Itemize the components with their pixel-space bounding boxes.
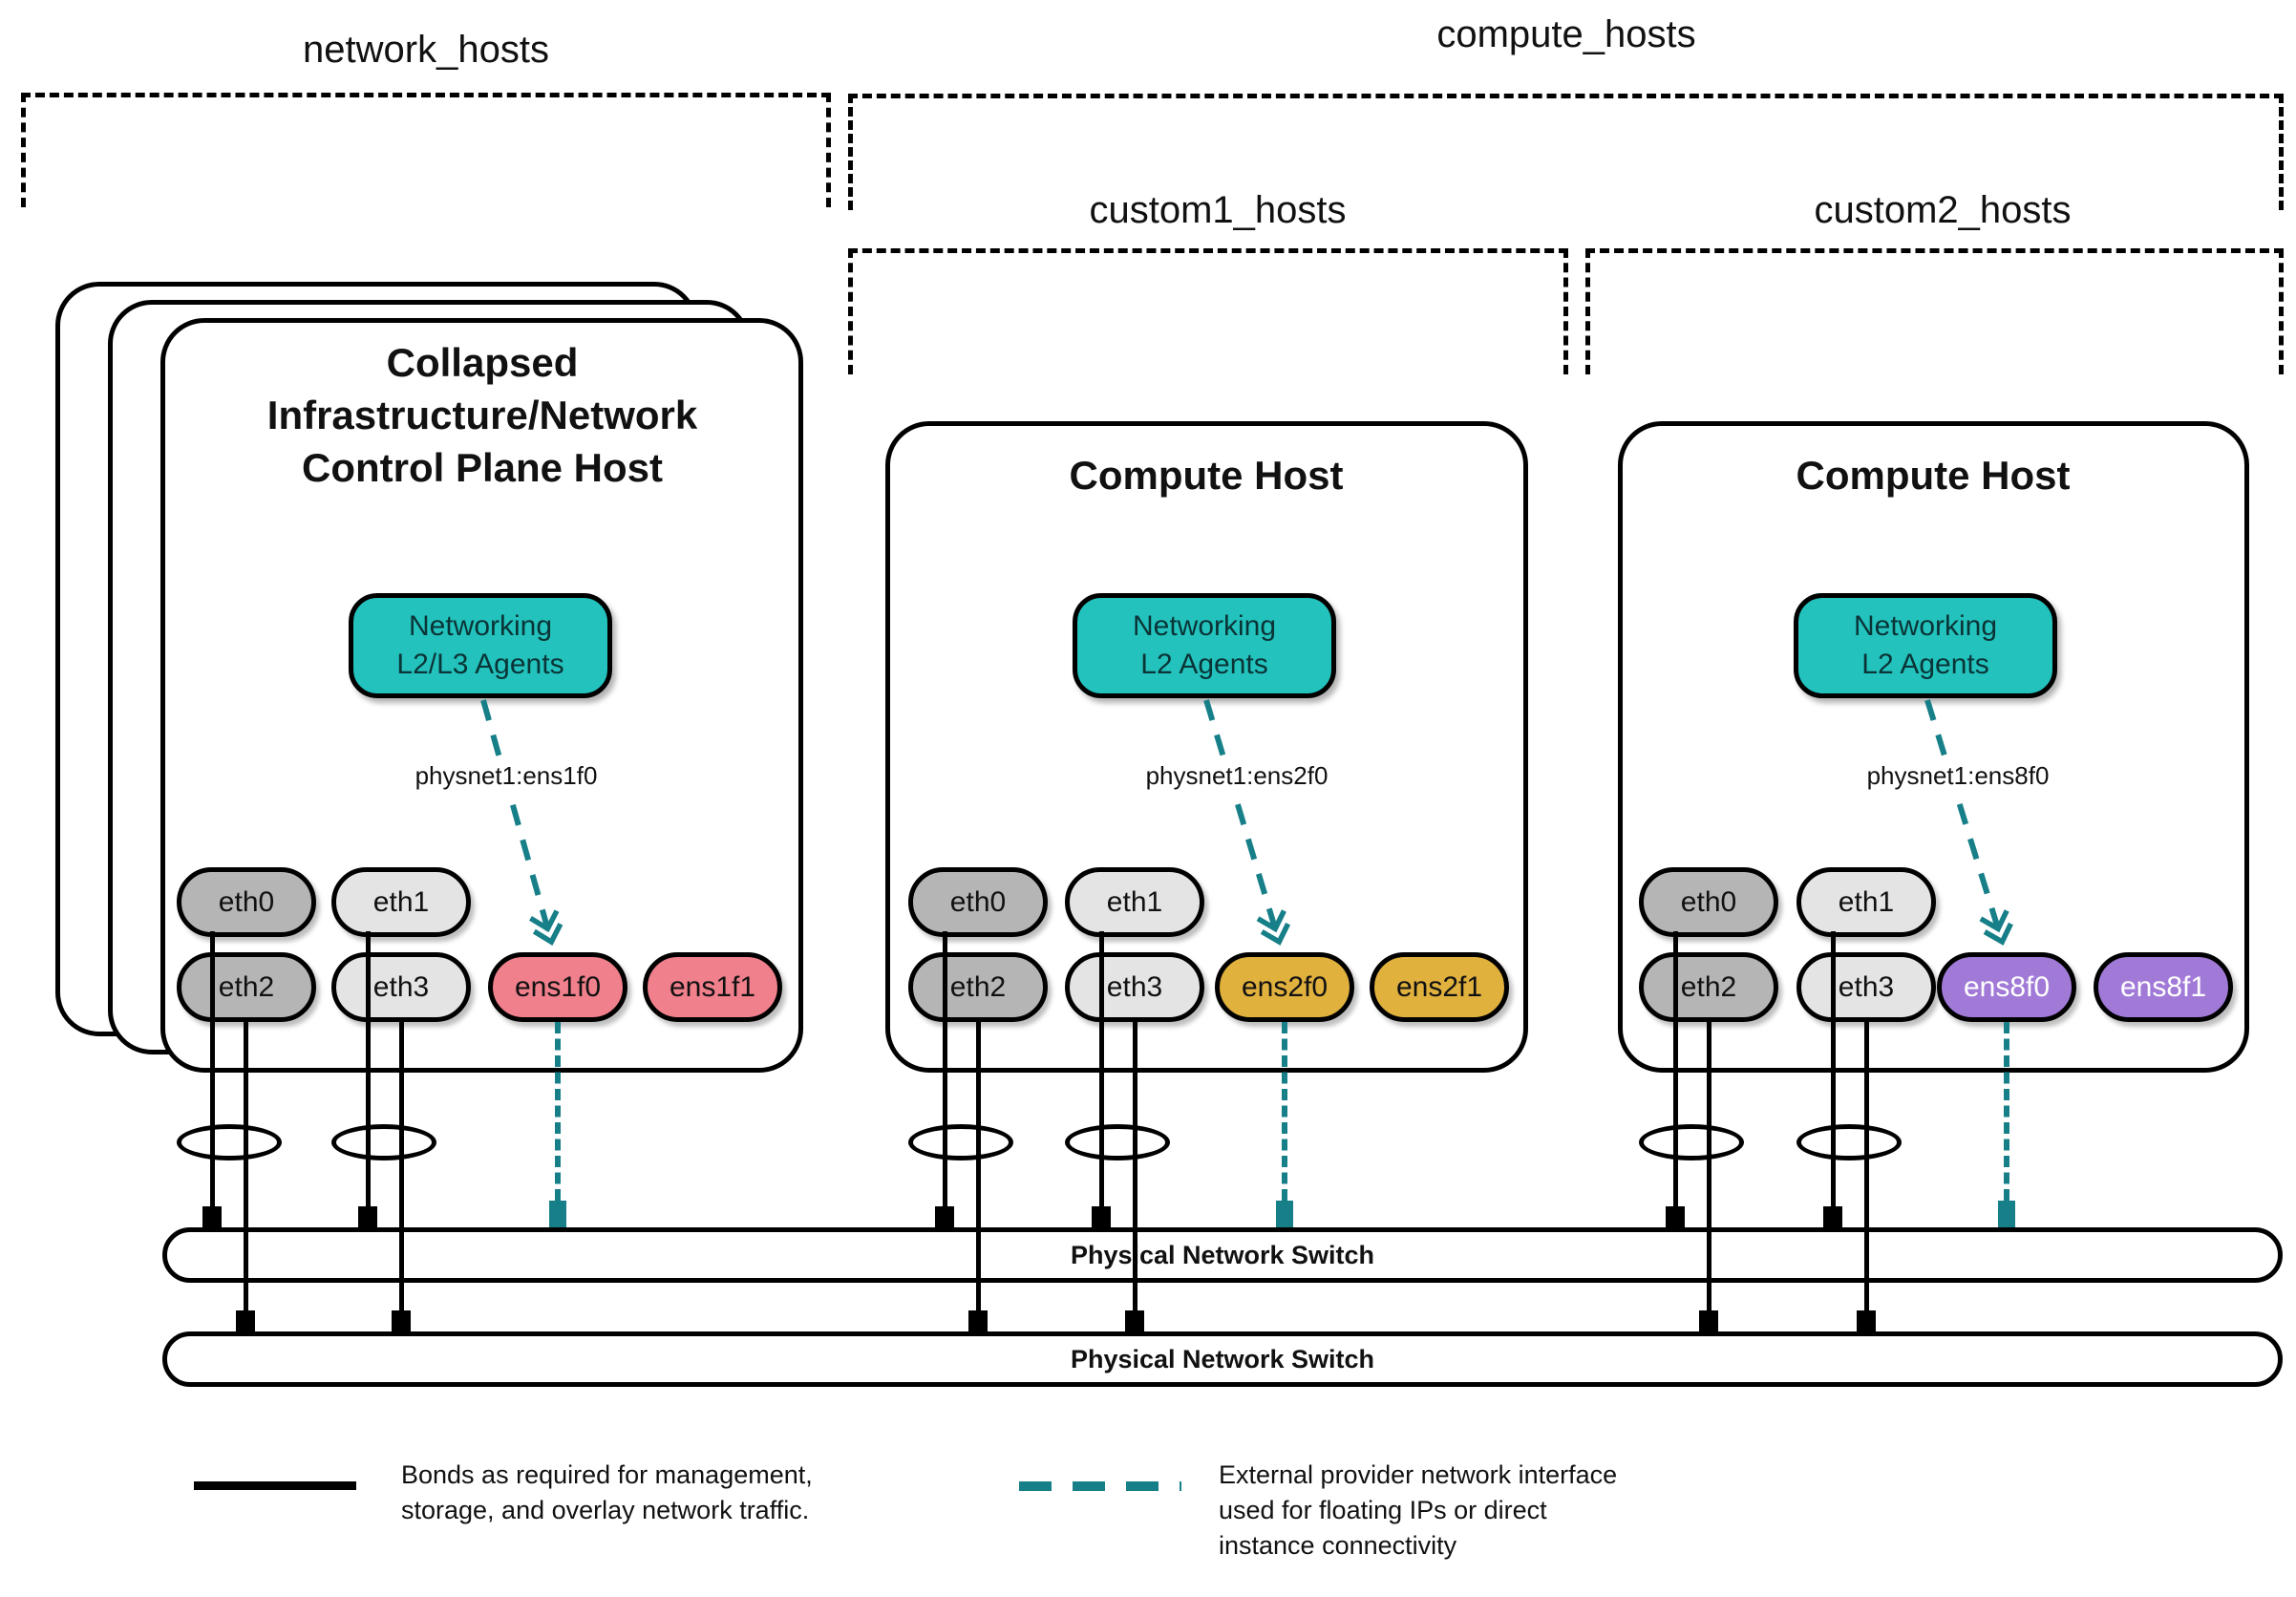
nic-pill-ens2f0: ens2f0: [1215, 952, 1354, 1022]
bond-line: [1707, 1020, 1711, 1331]
nic-pill-eth2: eth2: [177, 952, 316, 1022]
group-label-custom1-hosts: custom1_hosts: [1089, 189, 1347, 231]
nic-pill-eth0: eth0: [1639, 867, 1778, 937]
switch-port-square: [1092, 1206, 1111, 1227]
provider-network-line: [555, 1022, 561, 1201]
legend-text-line: Bonds as required for management,: [401, 1460, 813, 1489]
bond-ellipse: [177, 1124, 282, 1160]
provider-port-square: [1998, 1201, 2015, 1227]
switch-port-square: [236, 1310, 255, 1331]
nic-pill-eth3: eth3: [1065, 952, 1204, 1022]
switch-port-square: [1857, 1310, 1876, 1331]
group-label-network-hosts: network_hosts: [303, 29, 549, 71]
nic-pill-eth0: eth0: [908, 867, 1048, 937]
bond-ellipse: [331, 1124, 436, 1160]
networking-agents-box-compute-2: Networking L2 Agents: [1794, 593, 2057, 698]
nic-pill-eth3: eth3: [1796, 952, 1936, 1022]
nic-pill-eth3: eth3: [331, 952, 471, 1022]
nic-pill-ens1f1: ens1f1: [643, 952, 782, 1022]
bracket-network-hosts: [21, 93, 831, 207]
agent-label-line: Networking: [1853, 610, 1998, 642]
provider-network-line: [2004, 1022, 2009, 1201]
switch-port-square: [1823, 1206, 1842, 1227]
group-label-custom2-hosts: custom2_hosts: [1814, 189, 2072, 231]
bond-line: [976, 1020, 981, 1331]
group-label-compute-hosts: compute_hosts: [1436, 13, 1696, 55]
bracket-compute-hosts: [848, 94, 2284, 210]
bond-line: [399, 1020, 404, 1331]
bond-line: [1099, 931, 1104, 1227]
host-title-compute-1: Compute Host: [1069, 453, 1344, 498]
nic-pill-eth0: eth0: [177, 867, 316, 937]
bond-line: [1864, 1020, 1869, 1331]
physnet-label-compute-1: physnet1:ens2f0: [1136, 759, 1338, 793]
networking-agents-box-compute-1: Networking L2 Agents: [1073, 593, 1336, 698]
physnet-label-compute-2: physnet1:ens8f0: [1857, 759, 2059, 793]
legend-text-line: storage, and overlay network traffic.: [401, 1496, 810, 1524]
legend-text-line: used for floating IPs or direct: [1219, 1496, 1547, 1524]
nic-pill-eth1: eth1: [1065, 867, 1204, 937]
switch-port-square: [1699, 1310, 1718, 1331]
provider-network-line: [1282, 1022, 1287, 1201]
bond-ellipse: [908, 1124, 1013, 1160]
bracket-custom1-hosts: [848, 248, 1568, 374]
bond-ellipse: [1639, 1124, 1744, 1160]
host-title-line: Infrastructure/Network: [266, 393, 698, 437]
host-title-control-plane: Collapsed Infrastructure/Network Control…: [267, 336, 697, 494]
nic-pill-ens2f1: ens2f1: [1370, 952, 1509, 1022]
nic-pill-ens8f0: ens8f0: [1937, 952, 2076, 1022]
legend-provider-line-sample: [1019, 1481, 1181, 1491]
nic-pill-ens8f1: ens8f1: [2094, 952, 2233, 1022]
bond-line: [1673, 931, 1678, 1227]
switch-port-square: [1666, 1206, 1685, 1227]
switch-port-square: [968, 1310, 988, 1331]
legend-bond-line-sample: [194, 1481, 356, 1490]
bond-line: [1831, 931, 1836, 1227]
host-title-line: Collapsed: [386, 340, 579, 385]
nic-pill-eth1: eth1: [1796, 867, 1936, 937]
switch-port-square: [358, 1206, 377, 1227]
physical-network-switch-1: Physical Network Switch: [162, 1227, 2283, 1283]
bond-line: [943, 931, 947, 1227]
legend-text-line: instance connectivity: [1219, 1531, 1457, 1560]
switch-port-square: [392, 1310, 411, 1331]
switch-port-square: [202, 1206, 222, 1227]
provider-port-square: [549, 1201, 566, 1227]
bond-ellipse: [1065, 1124, 1170, 1160]
bond-ellipse: [1796, 1124, 1902, 1160]
host-title-compute-2: Compute Host: [1796, 453, 2071, 498]
nic-pill-ens1f0: ens1f0: [488, 952, 627, 1022]
legend-text-line: External provider network interface: [1219, 1460, 1618, 1489]
agent-label-line: L2 Agents: [1861, 649, 1989, 680]
nic-pill-eth2: eth2: [1639, 952, 1778, 1022]
nic-pill-eth2: eth2: [908, 952, 1048, 1022]
agent-label-line: Networking: [408, 610, 553, 642]
bond-line: [210, 931, 215, 1227]
bracket-custom2-hosts: [1585, 248, 2284, 374]
agent-label-line: L2/L3 Agents: [396, 649, 564, 680]
agent-label-line: L2 Agents: [1140, 649, 1268, 680]
bond-line: [366, 931, 371, 1227]
bond-line: [1133, 1020, 1137, 1331]
legend-bond-text: Bonds as required for management, storag…: [401, 1458, 813, 1528]
physnet-label-control-plane: physnet1:ens1f0: [405, 759, 607, 793]
switch-port-square: [935, 1206, 954, 1227]
switch-port-square: [1125, 1310, 1144, 1331]
networking-agents-box-control-plane: Networking L2/L3 Agents: [349, 593, 612, 698]
host-title-line: Control Plane Host: [301, 445, 664, 490]
provider-port-square: [1276, 1201, 1293, 1227]
physical-network-switch-2: Physical Network Switch: [162, 1331, 2283, 1387]
agent-label-line: Networking: [1132, 610, 1277, 642]
bond-line: [244, 1020, 248, 1331]
nic-pill-eth1: eth1: [331, 867, 471, 937]
legend-provider-text: External provider network interface used…: [1219, 1458, 1617, 1564]
